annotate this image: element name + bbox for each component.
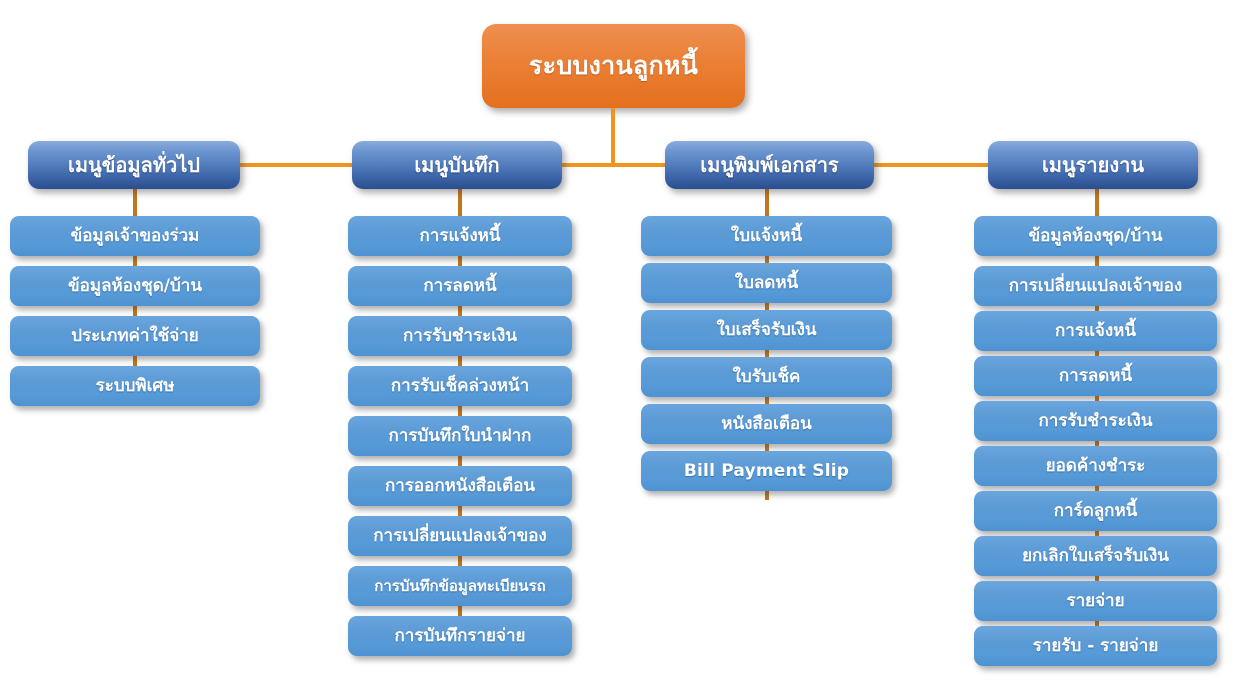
- item-col1-1[interactable]: ข้อมูลห้องชุด/บ้าน: [10, 266, 260, 306]
- connector-bus-col3-col4: [874, 163, 988, 167]
- item-col1-2[interactable]: ประเภทค่าใช้จ่าย: [10, 316, 260, 356]
- column-header-general-data[interactable]: เมนูข้อมูลทั่วไป: [28, 141, 240, 189]
- item-col2-5[interactable]: การออกหนังสือเตือน: [348, 466, 572, 506]
- column-header-reports[interactable]: เมนูรายงาน: [988, 141, 1198, 189]
- item-col3-0[interactable]: ใบแจ้งหนี้: [641, 216, 892, 256]
- column-header-record[interactable]: เมนูบันทึก: [352, 141, 562, 189]
- item-col3-1[interactable]: ใบลดหนี้: [641, 263, 892, 303]
- item-col4-3[interactable]: การลดหนี้: [974, 356, 1217, 396]
- item-col2-1[interactable]: การลดหนี้: [348, 266, 572, 306]
- item-col4-2[interactable]: การแจ้งหนี้: [974, 311, 1217, 351]
- item-col4-5[interactable]: ยอดค้างชำระ: [974, 446, 1217, 486]
- item-col2-0[interactable]: การแจ้งหนี้: [348, 216, 572, 256]
- item-col2-8[interactable]: การบันทึกรายจ่าย: [348, 616, 572, 656]
- item-col2-3[interactable]: การรับเช็คล่วงหน้า: [348, 366, 572, 406]
- item-col1-3[interactable]: ระบบพิเศษ: [10, 366, 260, 406]
- item-col2-7[interactable]: การบันทึกข้อมูลทะเบียนรถ: [348, 566, 572, 606]
- item-col4-7[interactable]: ยกเลิกใบเสร็จรับเงิน: [974, 536, 1217, 576]
- item-col4-4[interactable]: การรับชำระเงิน: [974, 401, 1217, 441]
- root-node[interactable]: ระบบงานลูกหนี้: [482, 24, 745, 108]
- item-col3-4[interactable]: หนังสือเตือน: [641, 404, 892, 444]
- item-col2-2[interactable]: การรับชำระเงิน: [348, 316, 572, 356]
- item-col4-0[interactable]: ข้อมูลห้องชุด/บ้าน: [974, 216, 1217, 256]
- item-col3-3[interactable]: ใบรับเช็ค: [641, 357, 892, 397]
- item-col4-8[interactable]: รายจ่าย: [974, 581, 1217, 621]
- item-col1-0[interactable]: ข้อมูลเจ้าของร่วม: [10, 216, 260, 256]
- item-col2-6[interactable]: การเปลี่ยนแปลงเจ้าของ: [348, 516, 572, 556]
- item-col4-1[interactable]: การเปลี่ยนแปลงเจ้าของ: [974, 266, 1217, 306]
- connector-bus-col2-col3: [562, 163, 667, 167]
- item-col3-5[interactable]: Bill Payment Slip: [641, 451, 892, 491]
- item-col4-6[interactable]: การ์ดลูกหนี้: [974, 491, 1217, 531]
- item-col2-4[interactable]: การบันทึกใบนำฝาก: [348, 416, 572, 456]
- item-col3-2[interactable]: ใบเสร็จรับเงิน: [641, 310, 892, 350]
- connector-bus-col1-col2: [240, 163, 358, 167]
- item-col4-9[interactable]: รายรับ - รายจ่าย: [974, 626, 1217, 666]
- connector-root-vertical: [611, 108, 615, 165]
- column-header-print-documents[interactable]: เมนูพิมพ์เอกสาร: [665, 141, 874, 189]
